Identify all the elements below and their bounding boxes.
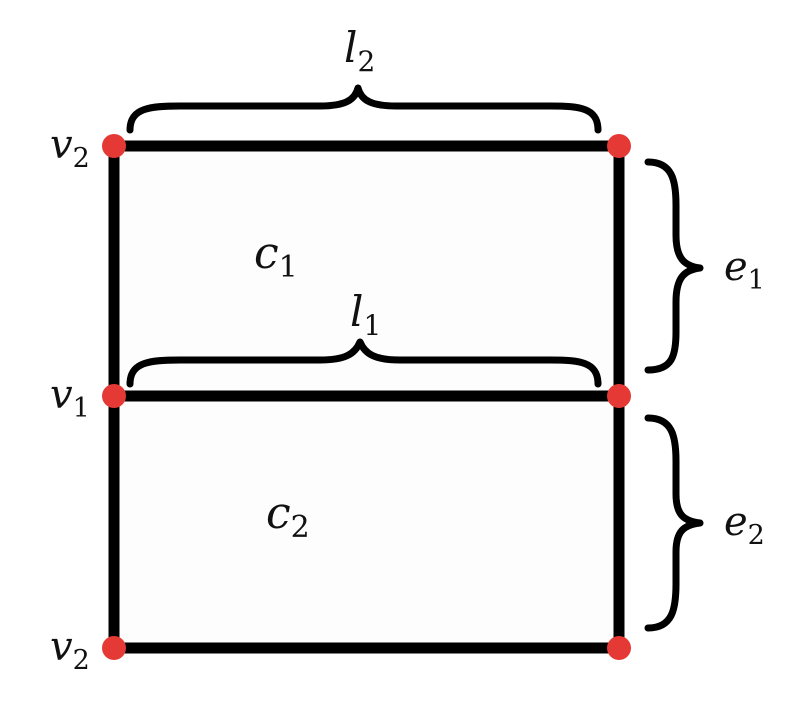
vertex-label-top-left: v2	[50, 122, 90, 174]
vertex-middle-right	[607, 384, 631, 408]
vertex-top-left	[102, 134, 126, 158]
brace-l1	[126, 338, 602, 388]
cell-label-c1: c1	[254, 228, 298, 285]
length-label-l1: l1	[350, 287, 381, 342]
vertex-top-right	[607, 134, 631, 158]
edge-label-e2: e2	[724, 499, 765, 551]
brace-e2	[644, 414, 704, 632]
vertex-label-middle-left: v1	[50, 372, 90, 424]
vertex-middle-left	[102, 384, 126, 408]
cell-label-c2: c2	[266, 488, 310, 545]
cell-c2-region	[114, 396, 619, 648]
length-label-l2: l2	[344, 23, 375, 78]
vertex-bottom-left	[102, 636, 126, 660]
vertex-bottom-right	[607, 636, 631, 660]
brace-l2	[126, 84, 602, 134]
edge-label-e1: e1	[724, 244, 765, 296]
brace-e1	[644, 158, 704, 374]
vertex-label-bottom-left: v2	[50, 624, 90, 676]
